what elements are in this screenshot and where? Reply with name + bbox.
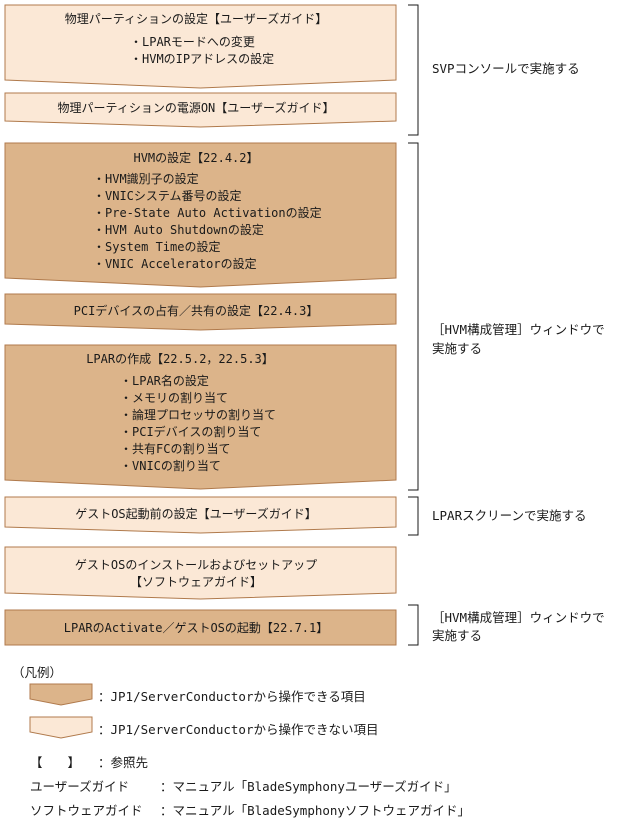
step-bullet: ・VNIC Acceleratorの設定 <box>93 256 257 271</box>
step-heading: LPARの作成【22.5.2，22.5.3】 <box>86 352 274 366</box>
step-bullet: ・HVM識別子の設定 <box>93 171 199 186</box>
operable-step-shape <box>4 293 397 331</box>
step-box: 物理パーティションの設定【ユーザーズガイド】・LPARモードへの変更・HVMのI… <box>4 4 397 89</box>
step-box: HVMの設定【22.4.2】・HVM識別子の設定・VNICシステム番号の設定・P… <box>4 142 397 288</box>
legend-light-swatch <box>29 716 93 739</box>
method-note: ［HVM構成管理］ウィンドウで <box>432 610 605 625</box>
step-bullet: ・Pre-State Auto Activationの設定 <box>93 205 322 220</box>
step-bullet: ・HVM Auto Shutdownの設定 <box>93 222 264 237</box>
step-heading: ゲストOSのインストールおよびセットアップ <box>75 558 317 572</box>
step-bullet: ・共有FCの割り当て <box>120 441 230 456</box>
step-bullet: ・HVMのIPアドレスの設定 <box>130 51 274 66</box>
non-operable-step-shape <box>4 546 397 600</box>
step-bullet: ・LPARモードへの変更 <box>130 34 255 49</box>
bracket-line <box>408 496 419 536</box>
bracket-line <box>408 142 419 491</box>
step-heading: 物理パーティションの設定【ユーザーズガイド】 <box>65 11 327 26</box>
step-bullet: ・メモリの割り当て <box>120 390 228 405</box>
method-note: 実施する <box>432 628 482 643</box>
step-box: 物理パーティションの電源ON【ユーザーズガイド】 <box>4 92 397 128</box>
method-note: SVPコンソールで実施する <box>432 61 580 76</box>
bracket-line <box>408 4 419 136</box>
step-bullet: ・LPAR名の設定 <box>120 373 209 388</box>
step-bullet: ・System Timeの設定 <box>93 239 220 254</box>
non-operable-step-shape <box>4 496 397 534</box>
method-note: LPARスクリーンで実施する <box>432 508 586 523</box>
method-note: ［HVM構成管理］ウィンドウで <box>432 322 605 337</box>
step-heading: PCIデバイスの占有／共有の設定【22.4.3】 <box>74 303 319 318</box>
step-heading: LPARのActivate／ゲストOSの起動【22.7.1】 <box>64 621 329 635</box>
step-bullet: ・VNICの割り当て <box>120 458 221 473</box>
operable-step-shape <box>4 609 397 646</box>
legend-swatches <box>29 683 93 739</box>
step-box: ゲストOSのインストールおよびセットアップ【ソフトウェアガイド】 <box>4 546 397 600</box>
step-box: LPARのActivate／ゲストOSの起動【22.7.1】 <box>4 609 397 646</box>
step-bullet: ・VNICシステム番号の設定 <box>93 188 242 203</box>
non-operable-step-shape <box>4 92 397 128</box>
step-box: LPARの作成【22.5.2，22.5.3】・LPAR名の設定・メモリの割り当て… <box>4 344 397 490</box>
step-box: PCIデバイスの占有／共有の設定【22.4.3】 <box>4 293 397 331</box>
step-box: ゲストOS起動前の設定【ユーザーズガイド】 <box>4 496 397 534</box>
step-bullet: ・PCIデバイスの割り当て <box>120 424 261 439</box>
bracket-group: SVPコンソールで実施する <box>408 4 580 136</box>
method-note: 実施する <box>432 341 482 356</box>
step-heading: 物理パーティションの電源ON【ユーザーズガイド】 <box>58 100 335 115</box>
step-heading: ゲストOS起動前の設定【ユーザーズガイド】 <box>75 506 317 521</box>
bracket-group: LPARスクリーンで実施する <box>408 496 586 536</box>
legend-dark-swatch <box>29 683 93 706</box>
operable-step-shape <box>4 142 397 288</box>
operable-step-shape <box>4 344 397 490</box>
step-bullet: ・論理プロセッサの割り当て <box>120 407 276 422</box>
step-heading: 【ソフトウェアガイド】 <box>130 575 262 589</box>
step-heading: HVMの設定【22.4.2】 <box>133 150 258 165</box>
non-operable-step-shape <box>4 4 397 89</box>
bracket-line <box>408 604 419 646</box>
